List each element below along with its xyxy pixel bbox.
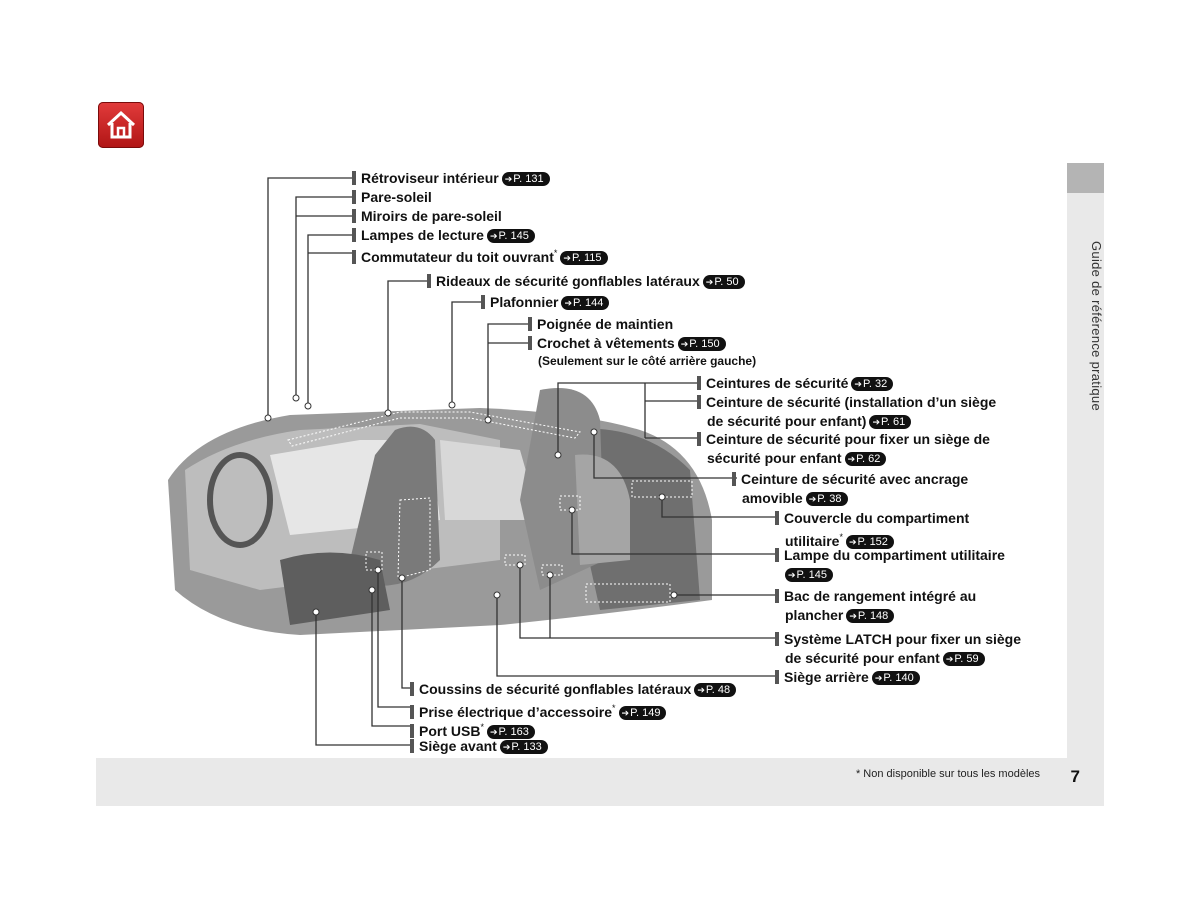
label-ceinture-fixer-2: sécurité pour enfant➔P. 62 xyxy=(707,449,887,468)
side-tab-marker xyxy=(1067,163,1104,193)
page-number: 7 xyxy=(1070,767,1080,786)
label-coussins: Coussins de sécurité gonflables latéraux… xyxy=(410,680,737,699)
label-usb: Port USB*➔P. 163 xyxy=(410,718,535,741)
page-ref-link[interactable]: ➔P. 59 xyxy=(942,652,985,666)
page-ref-link[interactable]: ➔P. 152 xyxy=(845,535,894,549)
page-ref-link[interactable]: ➔P. 115 xyxy=(560,251,608,265)
label-crochet: Crochet à vêtements➔P. 150 xyxy=(528,334,726,353)
page-ref-link[interactable]: ➔P. 145 xyxy=(785,568,833,582)
label-couvercle-2: utilitaire*➔P. 152 xyxy=(785,528,894,551)
side-section-label[interactable]: Guide de référence pratique xyxy=(1089,241,1104,411)
label-toit-ouvrant: Commutateur du toit ouvrant*➔P. 115 xyxy=(352,244,608,267)
label-ceintures: Ceintures de sécurité➔P. 32 xyxy=(697,374,894,393)
label-plafonnier: Plafonnier➔P. 144 xyxy=(481,293,610,312)
page-ref-link[interactable]: ➔P. 131 xyxy=(501,172,550,186)
label-ceinture-install: Ceinture de sécurité (installation d’un … xyxy=(697,393,996,412)
label-bac: Bac de rangement intégré au xyxy=(775,587,976,606)
page-ref-link[interactable]: ➔P. 148 xyxy=(846,609,895,623)
label-crochet-note: (Seulement sur le côté arrière gauche) xyxy=(538,354,757,368)
home-icon xyxy=(106,110,136,139)
label-lampes-lecture: Lampes de lecture➔P. 145 xyxy=(352,226,535,245)
label-ceinture-fixer: Ceinture de sécurité pour fixer un siège… xyxy=(697,430,990,449)
page-footer: * Non disponible sur tous les modèles 7 xyxy=(96,758,1104,806)
label-ceinture-install-2: de sécurité pour enfant)➔P. 61 xyxy=(707,412,912,431)
label-pare-soleil: Pare-soleil xyxy=(352,188,432,207)
page-ref-link[interactable]: ➔P. 140 xyxy=(871,671,920,685)
page-ref-link[interactable]: ➔P. 133 xyxy=(499,740,548,754)
label-siege-arriere: Siège arrière➔P. 140 xyxy=(775,668,920,687)
label-ceinture-ancrage-2: amovible➔P. 38 xyxy=(742,489,848,508)
page-ref-link[interactable]: ➔P. 38 xyxy=(805,492,848,506)
page-ref-link[interactable]: ➔P. 149 xyxy=(618,706,667,720)
label-prise: Prise électrique d’accessoire*➔P. 149 xyxy=(410,699,667,722)
label-ceinture-ancrage: Ceinture de sécurité avec ancrage xyxy=(732,470,968,489)
page-ref-link[interactable]: ➔P. 145 xyxy=(486,229,535,243)
label-poignee: Poignée de maintien xyxy=(528,315,673,334)
page-ref-link[interactable]: ➔P. 61 xyxy=(869,415,912,429)
label-retroviseur: Rétroviseur intérieur➔P. 131 xyxy=(352,169,550,188)
label-latch-2: de sécurité pour enfant➔P. 59 xyxy=(785,649,985,668)
page-ref-link[interactable]: ➔P. 62 xyxy=(844,452,887,466)
label-bac-2: plancher➔P. 148 xyxy=(785,606,895,625)
footnote: * Non disponible sur tous les modèles xyxy=(855,768,1040,780)
page-ref-link[interactable]: ➔P. 150 xyxy=(677,337,726,351)
page-ref-link[interactable]: ➔P. 50 xyxy=(702,275,745,289)
label-couvercle: Couvercle du compartiment xyxy=(775,509,969,528)
label-lampe-compartiment: Lampe du compartiment utilitaire xyxy=(775,546,1005,565)
label-rideaux: Rideaux de sécurité gonflables latéraux➔… xyxy=(427,272,745,291)
page-ref-link[interactable]: ➔P. 144 xyxy=(561,296,610,310)
page-ref-link[interactable]: ➔P. 32 xyxy=(851,377,894,391)
label-miroirs: Miroirs de pare-soleil xyxy=(352,207,502,226)
label-siege-avant: Siège avant➔P. 133 xyxy=(410,737,548,756)
page-ref-link[interactable]: ➔P. 163 xyxy=(486,725,535,739)
home-button[interactable] xyxy=(98,102,144,148)
side-strip xyxy=(1067,193,1104,758)
label-latch: Système LATCH pour fixer un siège xyxy=(775,630,1021,649)
page-ref-link[interactable]: ➔P. 48 xyxy=(694,683,737,697)
label-lampe-compartiment-ref: ➔P. 145 xyxy=(782,565,833,584)
